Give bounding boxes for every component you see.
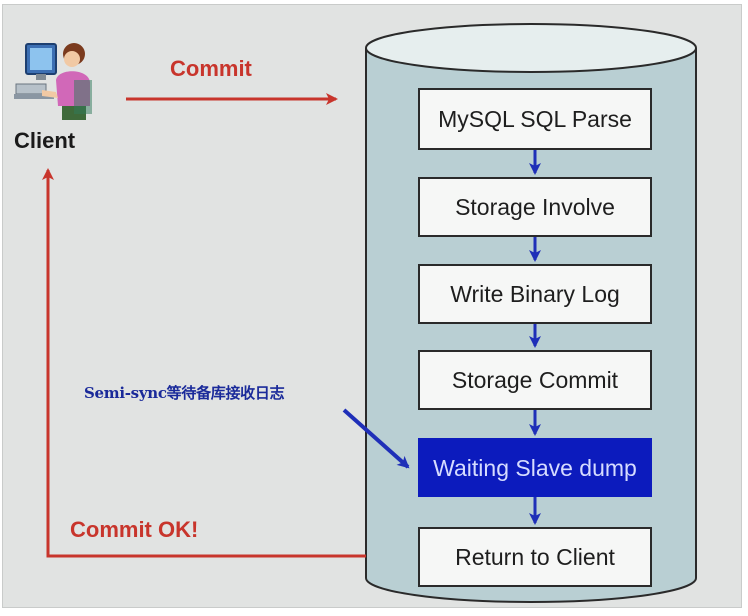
commit-label: Commit bbox=[170, 56, 252, 81]
step-return-to-client: Return to Client bbox=[418, 527, 652, 587]
step-storage-commit: Storage Commit bbox=[418, 350, 652, 410]
step-mysql-sql-parse: MySQL SQL Parse bbox=[418, 88, 652, 150]
step-waiting-slave-dump: Waiting Slave dump bbox=[418, 438, 652, 497]
annotation-arrow bbox=[342, 408, 410, 469]
step-storage-involve: Storage Involve bbox=[418, 177, 652, 237]
client-label: Client bbox=[14, 128, 76, 153]
step-write-binary-log: Write Binary Log bbox=[418, 264, 652, 324]
commit-ok-arrow bbox=[42, 168, 366, 558]
client-computer-icon bbox=[14, 43, 92, 120]
commit-ok-label: Commit OK! bbox=[70, 517, 199, 542]
semi-sync-annotation: Semi-sync等待备库接收日志 bbox=[84, 384, 285, 402]
